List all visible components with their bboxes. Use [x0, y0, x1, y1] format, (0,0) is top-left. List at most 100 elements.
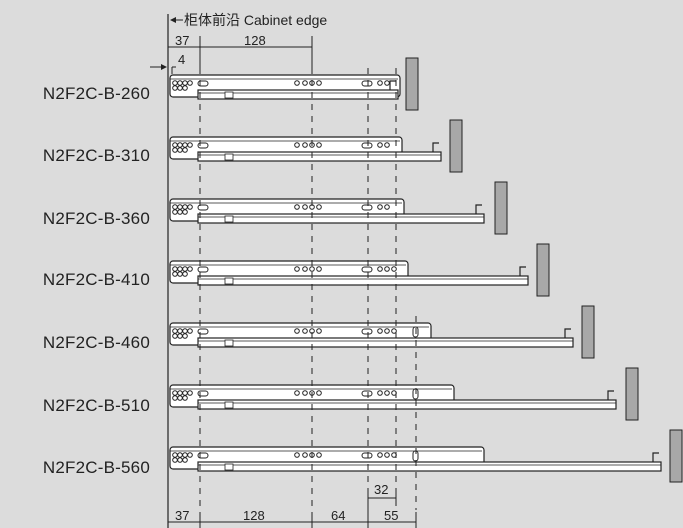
slot-hole: [361, 142, 373, 149]
model-label-560: N2F2C-B-560: [42, 458, 150, 477]
model-label-260: N2F2C-B-260: [42, 84, 150, 103]
mounting-hole: [187, 390, 193, 396]
drawer-front-panel: [449, 119, 463, 173]
mounting-hole: [172, 395, 178, 401]
mounting-hole: [182, 395, 188, 401]
mounting-hole: [302, 328, 308, 334]
mounting-hole: [187, 142, 193, 148]
model-label-410: N2F2C-B-410: [42, 270, 150, 289]
mounting-hole: [384, 390, 390, 396]
runner-hook: [432, 142, 439, 152]
bottom-dim-55: 55: [384, 508, 398, 523]
runner-6: [169, 429, 683, 483]
mounting-hole: [384, 142, 390, 148]
runner-rail: [197, 213, 485, 224]
slot-hole: [361, 328, 373, 335]
bottom-dim-37: 37: [175, 508, 189, 523]
mounting-hole: [172, 204, 178, 210]
mounting-hole: [177, 457, 183, 463]
mounting-hole: [384, 204, 390, 210]
mounting-hole: [377, 142, 383, 148]
mounting-hole: [384, 328, 390, 334]
mounting-hole: [182, 80, 188, 86]
runner-rail-slot: [224, 91, 234, 99]
mounting-hole: [177, 395, 183, 401]
runner-hook: [475, 204, 482, 214]
mounting-hole: [177, 142, 183, 148]
mounting-hole: [302, 80, 308, 86]
mounting-hole: [172, 147, 178, 153]
mounting-hole: [177, 147, 183, 153]
mounting-hole: [294, 390, 300, 396]
mounting-hole: [384, 80, 390, 86]
mounting-hole: [177, 333, 183, 339]
model-label-360: N2F2C-B-360: [42, 209, 150, 228]
mounting-hole: [391, 266, 397, 272]
cabinet-edge-label: 柜体前沿 Cabinet edge: [184, 12, 327, 28]
mounting-hole: [294, 80, 300, 86]
mounting-hole: [182, 147, 188, 153]
drawer-front-panel: [536, 243, 550, 297]
drawer-front-panel: [405, 57, 419, 111]
bottom-dim-64: 64: [331, 508, 345, 523]
slot-hole: [361, 204, 373, 211]
mounting-hole: [177, 271, 183, 277]
mounting-hole: [182, 204, 188, 210]
mounting-hole: [172, 80, 178, 86]
mounting-hole: [377, 328, 383, 334]
mounting-hole: [182, 452, 188, 458]
mounting-hole: [377, 266, 383, 272]
drawer-front-panel: [494, 181, 508, 235]
mounting-hole: [377, 204, 383, 210]
slot-hole: [361, 452, 373, 459]
mounting-hole: [316, 142, 322, 148]
mounting-hole: [172, 457, 178, 463]
mounting-hole: [177, 266, 183, 272]
runner-rail: [197, 151, 442, 162]
top-dimensions: [150, 36, 313, 74]
runner-4: [169, 305, 595, 359]
runner-rail-slot: [224, 153, 234, 161]
mounting-hole: [172, 390, 178, 396]
mounting-hole: [182, 266, 188, 272]
mounting-hole: [177, 204, 183, 210]
mounting-hole: [182, 457, 188, 463]
mounting-hole: [302, 204, 308, 210]
mounting-hole: [172, 452, 178, 458]
mounting-hole: [182, 85, 188, 91]
mounting-hole: [177, 209, 183, 215]
mounting-hole: [316, 266, 322, 272]
slot-hole: [361, 390, 373, 397]
mounting-hole: [177, 85, 183, 91]
bottom-dim-32: 32: [374, 482, 388, 497]
mounting-hole: [187, 452, 193, 458]
mounting-hole: [182, 333, 188, 339]
runner-rail-slot: [224, 463, 234, 471]
mounting-hole: [316, 328, 322, 334]
runner-rail-slot: [224, 277, 234, 285]
mounting-hole: [302, 266, 308, 272]
mounting-hole: [177, 328, 183, 334]
mounting-hole: [172, 209, 178, 215]
drawer-front-panel: [669, 429, 683, 483]
runner-hook: [519, 266, 526, 276]
mounting-hole: [182, 390, 188, 396]
runner-rail: [197, 275, 529, 286]
mounting-hole: [172, 328, 178, 334]
runner-5: [169, 367, 639, 421]
mounting-hole: [316, 452, 322, 458]
mounting-hole: [309, 266, 315, 272]
mounting-hole: [187, 204, 193, 210]
bottom-dimensions: [168, 488, 417, 528]
slot-hole: [197, 204, 209, 211]
mounting-hole: [377, 80, 383, 86]
runner-rail-slot: [224, 215, 234, 223]
mounting-hole: [294, 204, 300, 210]
runner-0: [169, 57, 419, 111]
mounting-hole: [377, 452, 383, 458]
mounting-hole: [177, 80, 183, 86]
mounting-hole: [384, 452, 390, 458]
bottom-dim-128: 128: [243, 508, 265, 523]
guide-lines: [199, 68, 417, 510]
mounting-hole: [177, 452, 183, 458]
